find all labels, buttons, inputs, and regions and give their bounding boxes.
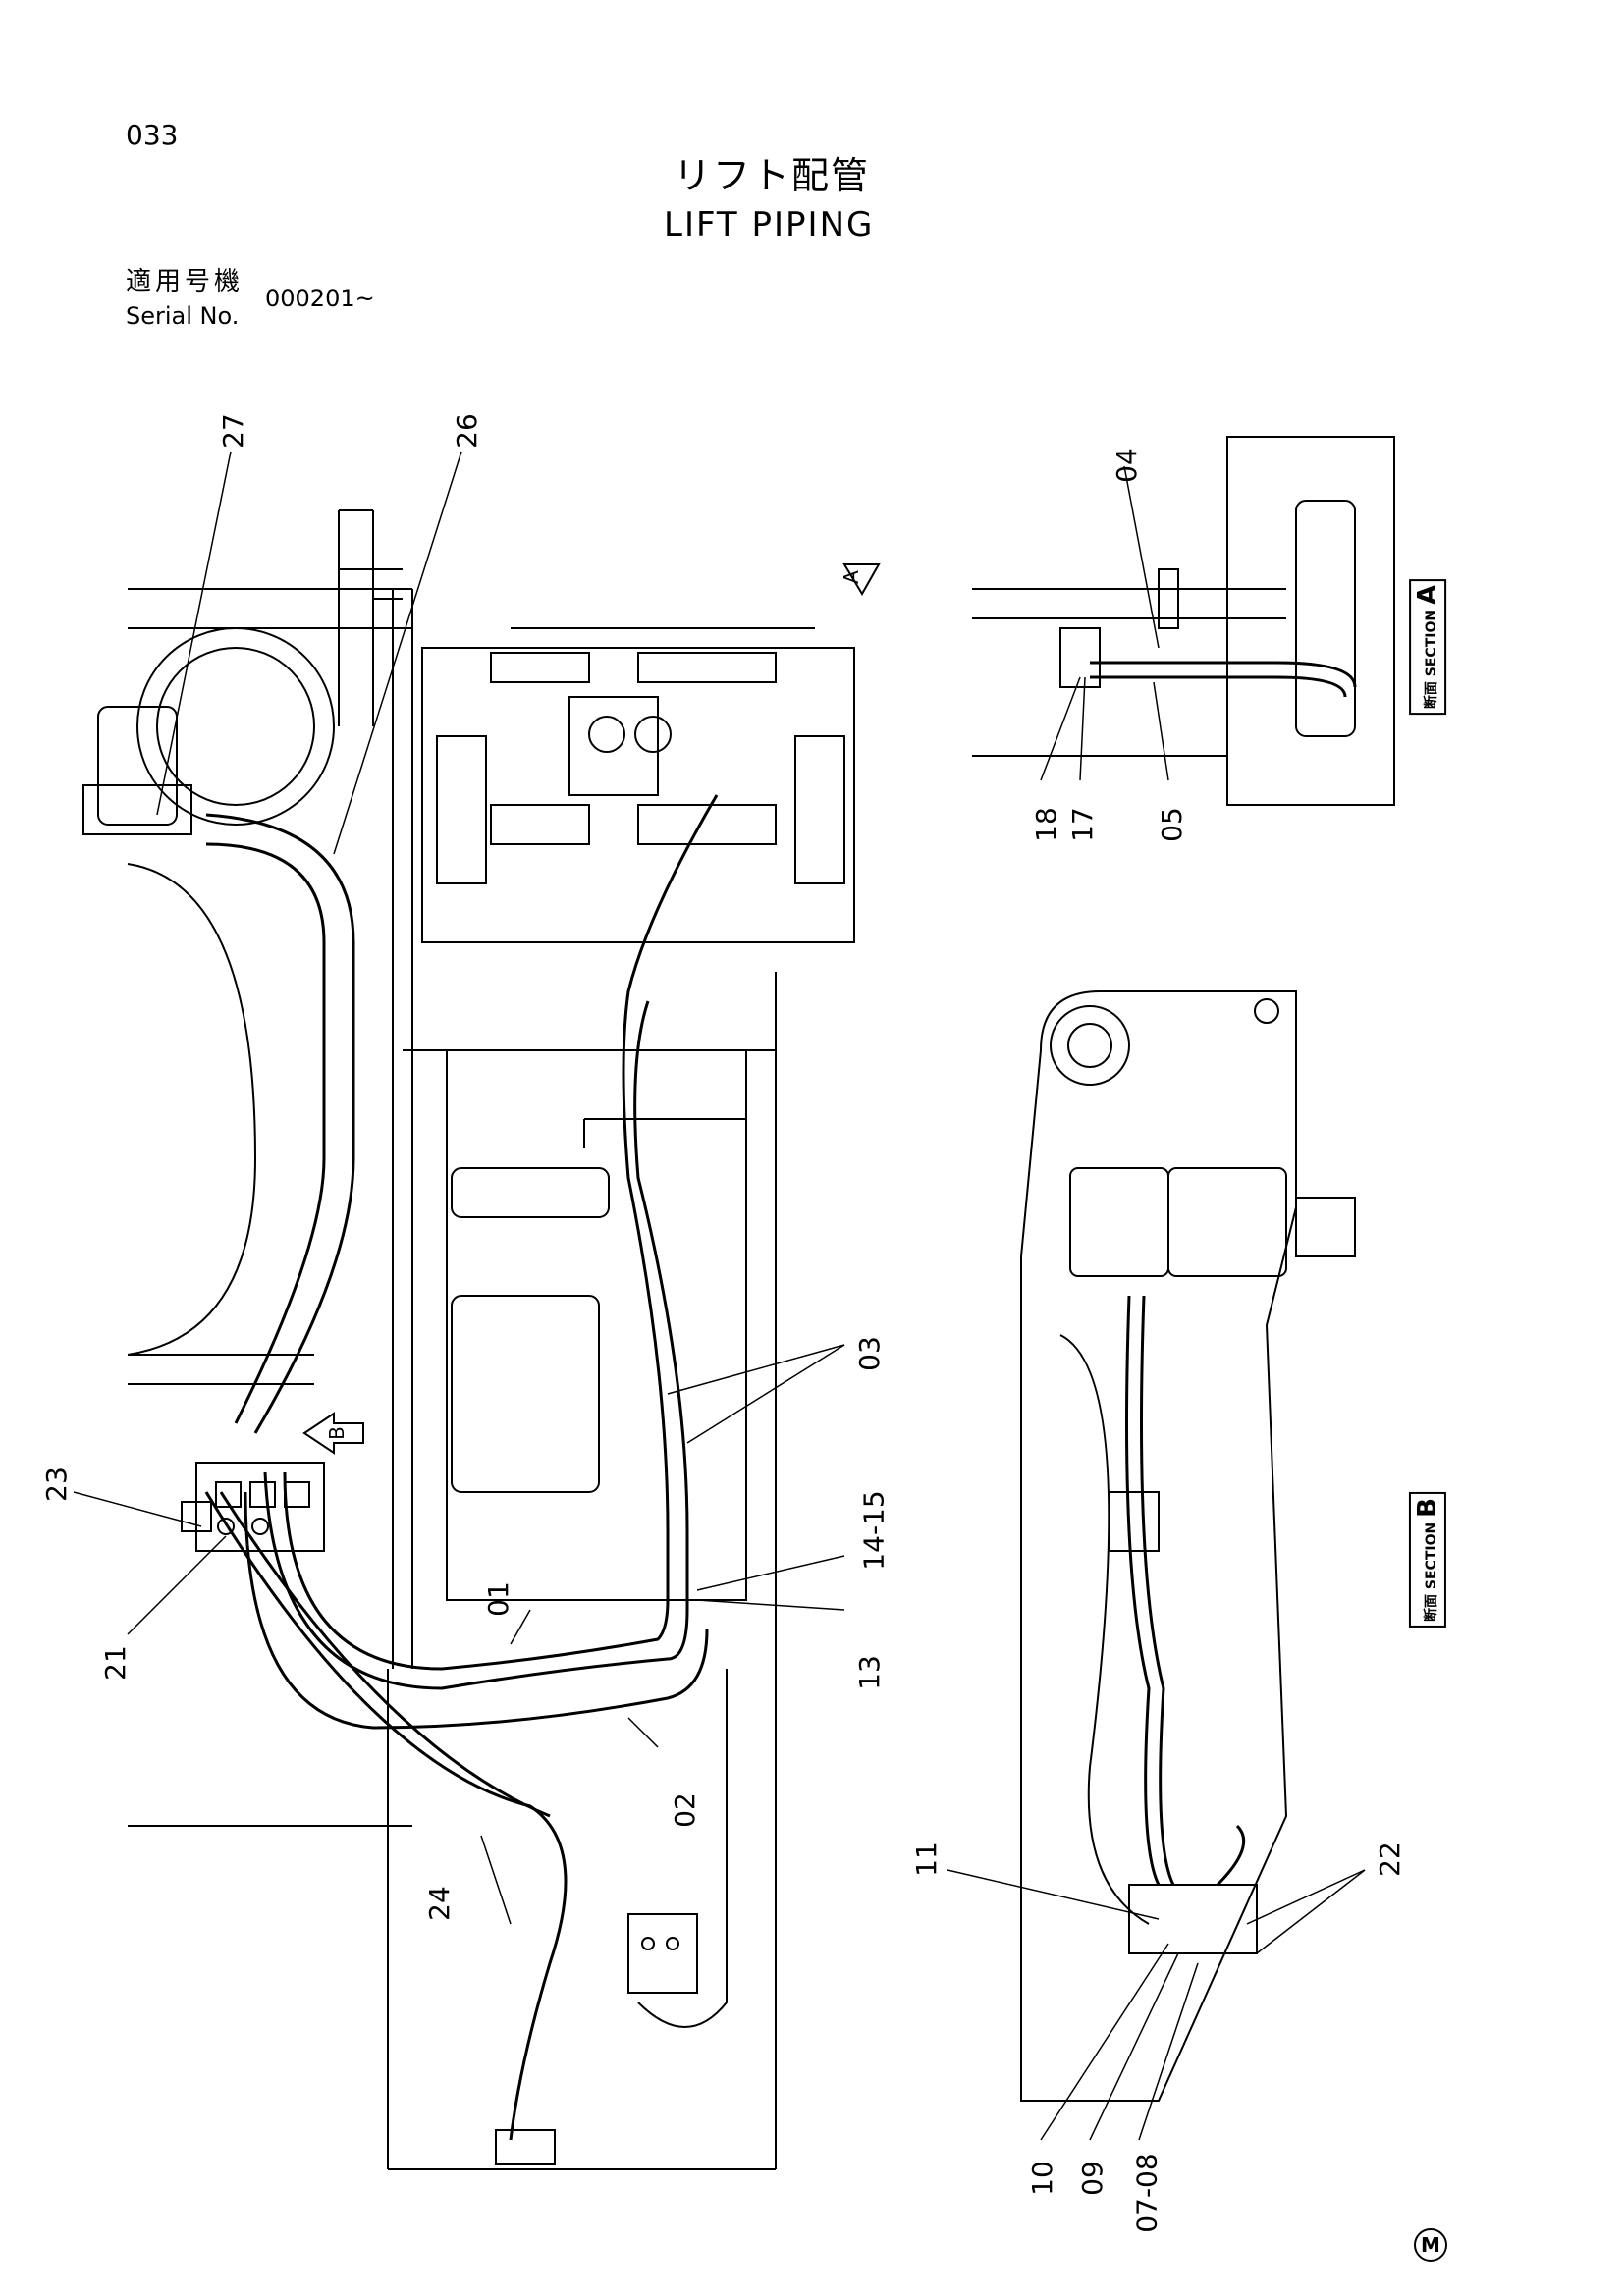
callout-09: 09 [1075,2161,1109,2196]
callout-23: 23 [39,1467,73,1502]
callout-27: 27 [216,413,249,449]
control-valve [181,1462,325,1552]
manufacturer-mark: M [1414,2228,1447,2262]
callout-22: 22 [1373,1842,1406,1877]
hose-26 [205,813,355,1434]
page-number: 033 [126,119,179,151]
title-japanese: リフト配管 [674,154,871,197]
lower-frame [446,1049,747,1601]
leader-lines-left [73,451,845,1925]
section-b-arrow-label: B [324,1426,349,1440]
lower-valve [495,1669,728,2165]
section-a-label: 断面 SECTION A [1409,578,1447,716]
callout-05: 05 [1155,807,1188,842]
title-english: LIFT PIPING [664,205,875,244]
callout-13: 13 [852,1655,886,1690]
section-b-drawing [947,990,1366,2141]
section-a-drawing [972,436,1395,806]
hose-24 [204,1491,568,2141]
callout-10: 10 [1025,2161,1058,2196]
callout-11: 11 [909,1842,943,1877]
callout-07-08: 07-08 [1130,2153,1164,2233]
serial-number-value: 000201~ [265,285,375,312]
callout-02: 02 [668,1792,701,1828]
hoses-01-02 [244,794,719,1730]
track-assembly [421,563,881,943]
callout-26: 26 [450,413,483,449]
callout-01: 01 [481,1581,514,1617]
section-a-arrow-label: A [839,570,863,584]
callout-24: 24 [422,1886,456,1921]
callout-14-15: 14-15 [857,1490,891,1571]
serial-label-english: Serial No. [126,302,240,330]
section-b-arrow [302,1412,364,1455]
section-b-label: 断面 SECTION B [1408,1492,1446,1628]
callout-21: 21 [98,1645,132,1681]
serial-label-japanese: 適用号機 [126,267,244,296]
pump-top-left [82,706,192,835]
callout-04: 04 [1110,448,1143,483]
callout-03: 03 [852,1336,886,1371]
callout-18: 18 [1029,807,1062,842]
callout-17: 17 [1065,807,1099,842]
slewing-ring [127,627,335,1356]
